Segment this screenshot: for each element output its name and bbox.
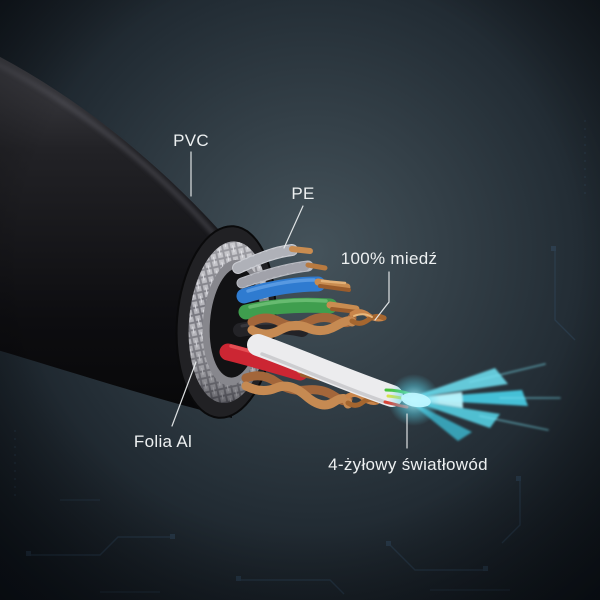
label-pe: PE xyxy=(291,184,314,203)
label-foil: Folia Al xyxy=(134,432,192,451)
label-fiber: 4-żyłowy światłowód xyxy=(328,455,488,474)
label-pvc: PVC xyxy=(173,131,209,150)
label-copper: 100% miedź xyxy=(341,249,438,268)
